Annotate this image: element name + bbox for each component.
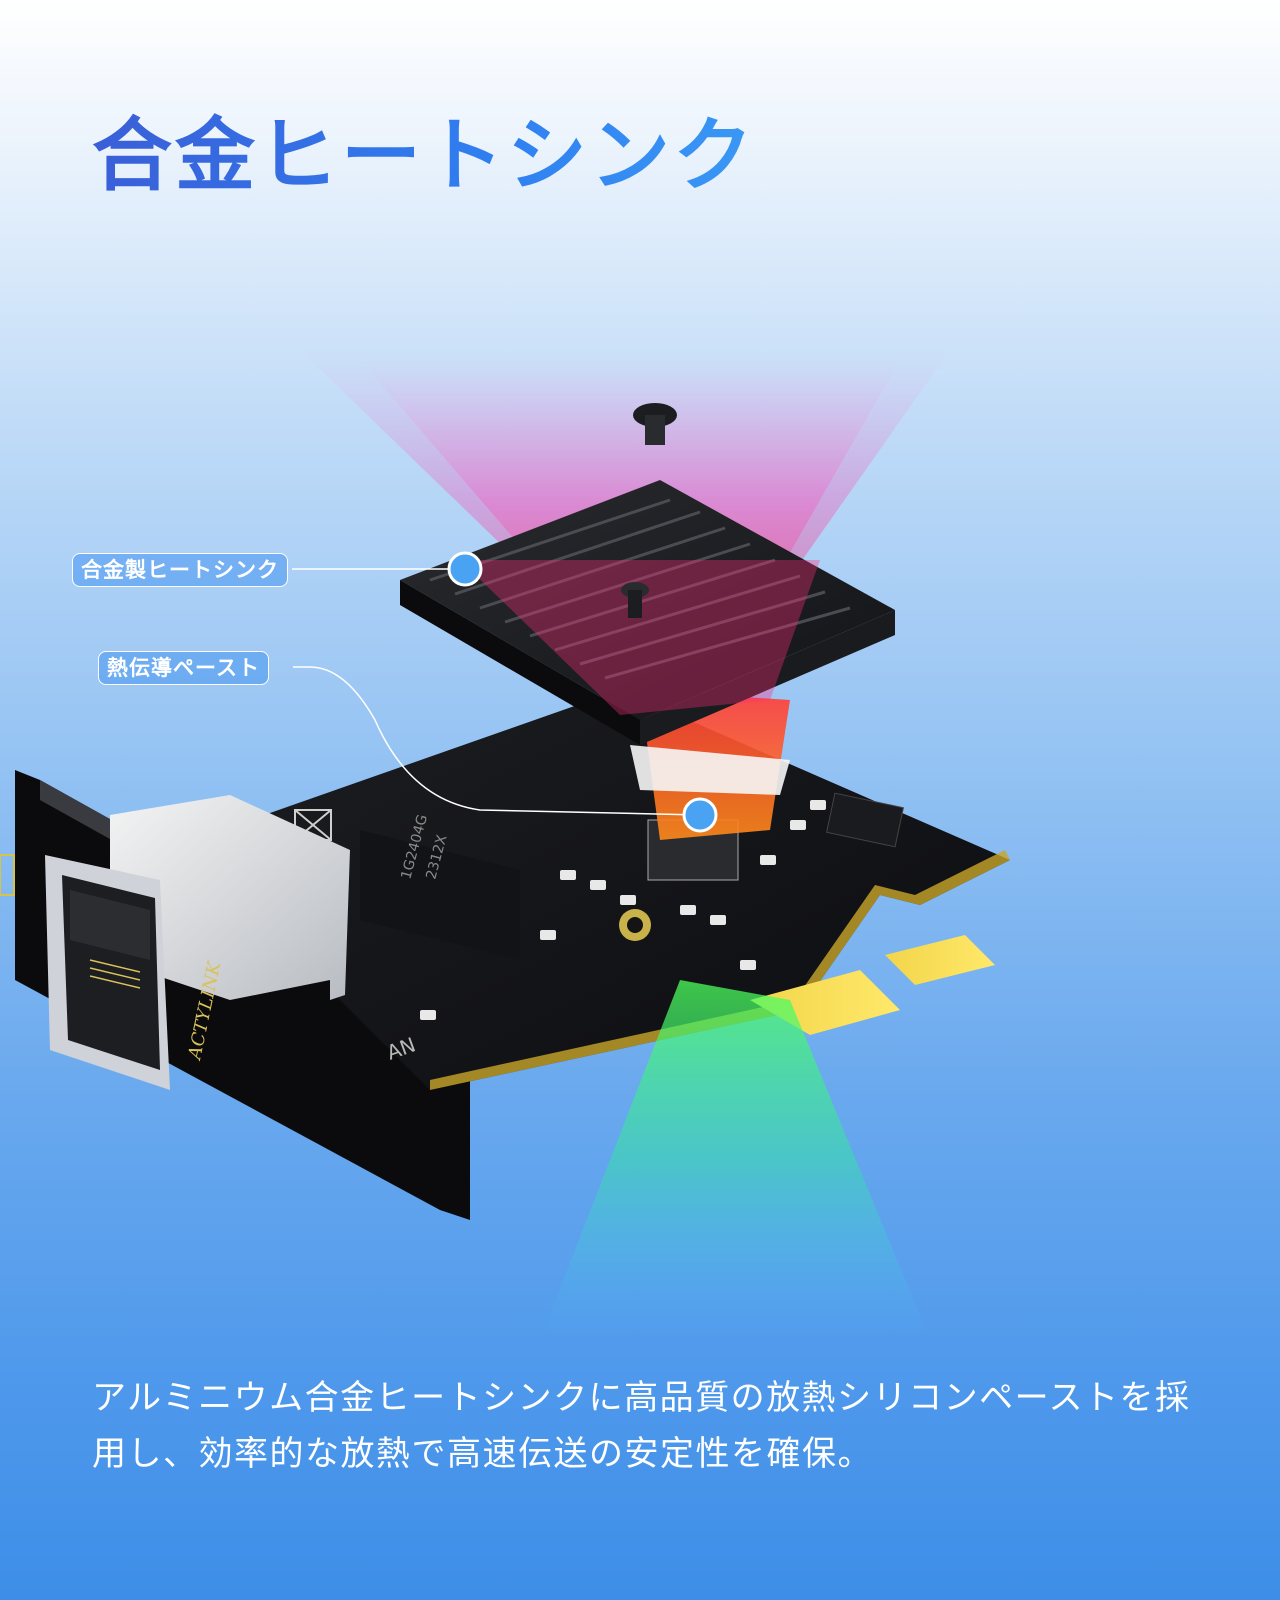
callout-lines [292,568,701,816]
callout-dot-paste [682,797,718,833]
screw-icon [621,403,677,618]
heatsink [400,480,895,745]
pcb-board: 1G2404G 2312X AN [250,690,1010,1090]
thermal-paste-pad [630,745,790,795]
callout-dot-heatsink [447,551,483,587]
page-title: 合金ヒートシンク [92,109,756,202]
callout-heatsink-label: 合金製ヒートシンク [72,553,288,587]
ethernet-port [45,795,350,1090]
cooling-rays-bottom [540,980,930,1340]
description-text: アルミニウム合金ヒートシンクに高品質の放熱シリコンペーストを採用し、効率的な放熱… [92,1378,1191,1474]
callout-paste-label: 熱伝導ペースト [98,651,269,685]
